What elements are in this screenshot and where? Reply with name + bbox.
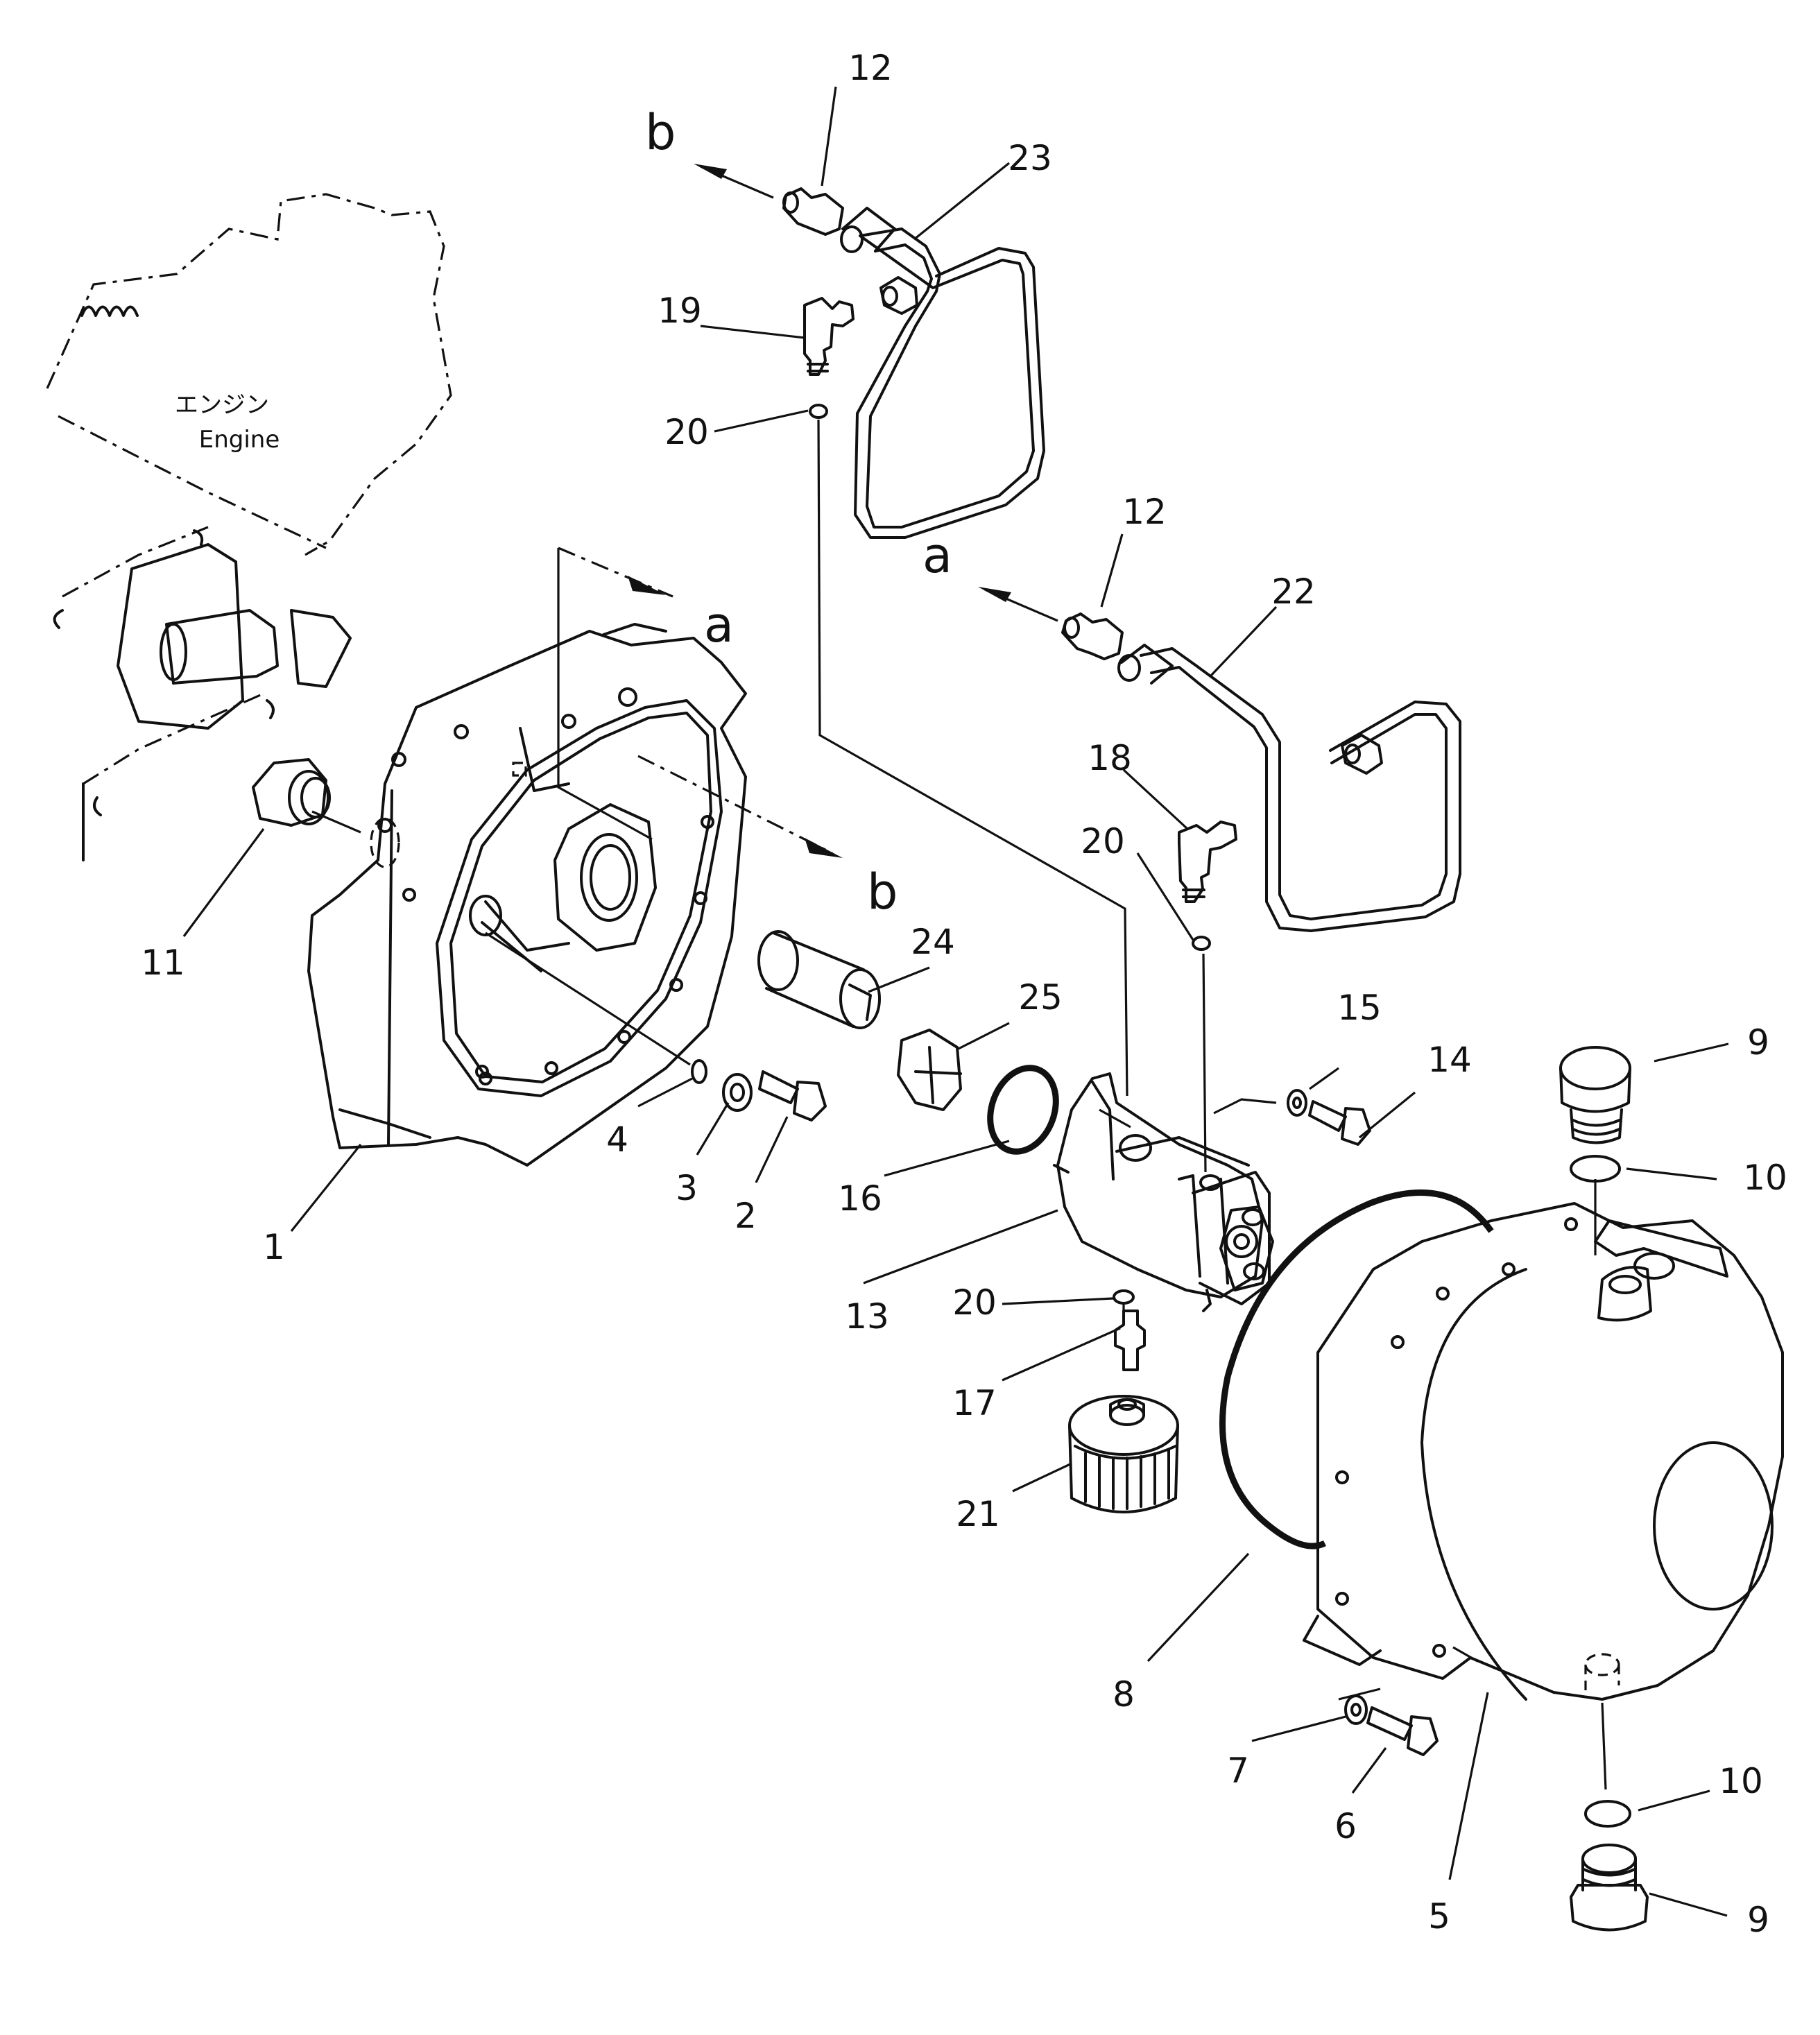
part-10-bottom-oring <box>1584 1800 1631 1828</box>
callout-2: 2 <box>735 1196 757 1236</box>
part-1-housing <box>307 623 747 1167</box>
callout-leaders <box>182 86 1729 1917</box>
arrowhead-mid-a <box>978 587 1011 602</box>
callout-20-low: 20 <box>952 1282 997 1323</box>
part-15-washer <box>1287 1089 1307 1117</box>
callout-17: 17 <box>952 1383 997 1423</box>
callout-19: 19 <box>658 291 702 331</box>
part-9-top-plug <box>1559 1046 1631 1144</box>
callout-15: 15 <box>1337 988 1382 1028</box>
part-12-mid-fitting <box>1061 612 1124 660</box>
part-24-sleeve <box>757 930 881 1029</box>
callout-3: 3 <box>676 1168 698 1208</box>
arrowhead-top-b <box>694 164 727 179</box>
part-3-washer <box>722 1073 753 1112</box>
assembly-lines <box>311 419 1607 1790</box>
callout-7: 7 <box>1227 1751 1249 1791</box>
flow-label-mid-a: a <box>922 527 952 584</box>
callout-12-mid: 12 <box>1122 492 1167 532</box>
part-25-coupling <box>897 1029 962 1111</box>
part-4-oring <box>691 1059 707 1084</box>
part-16-oring <box>987 1065 1059 1155</box>
callout-24: 24 <box>911 922 955 962</box>
callout-1: 1 <box>263 1227 285 1267</box>
part-21-oil-filter <box>1068 1395 1179 1513</box>
part-2-bolt <box>758 1070 827 1122</box>
part-12-top-fitting <box>782 187 844 236</box>
flow-label-a: a <box>704 596 734 653</box>
callout-20-mid: 20 <box>1081 821 1125 861</box>
callout-6: 6 <box>1334 1806 1357 1846</box>
flow-label-b: b <box>867 864 898 920</box>
callout-12-top: 12 <box>848 48 893 88</box>
callout-9-top: 9 <box>1747 1022 1769 1063</box>
callout-18: 18 <box>1088 738 1132 778</box>
part-9-bottom-plug <box>1570 1844 1649 1932</box>
flow-line-a <box>558 547 673 598</box>
callout-22: 22 <box>1271 572 1316 612</box>
arrowhead-b <box>805 838 843 858</box>
callout-4: 4 <box>606 1119 628 1160</box>
callout-5: 5 <box>1428 1896 1450 1937</box>
callout-25: 25 <box>1018 977 1063 1018</box>
arrowhead-a <box>628 576 666 595</box>
callout-9-bottom: 9 <box>1747 1900 1769 1940</box>
part-14-bolt <box>1308 1100 1371 1146</box>
engine-label-en: Engine <box>199 426 280 454</box>
callout-14: 14 <box>1427 1040 1472 1080</box>
callout-23: 23 <box>1008 138 1052 178</box>
engine-outline <box>46 193 452 861</box>
callout-10-top: 10 <box>1743 1158 1787 1198</box>
callout-numbers: 1 2 3 4 5 6 7 8 9 9 10 10 11 12 12 13 14… <box>141 48 1787 1940</box>
callout-21: 21 <box>956 1494 1000 1534</box>
callout-13: 13 <box>845 1296 889 1337</box>
part-17-nipple <box>1114 1310 1146 1371</box>
part-18-elbow <box>1178 821 1237 903</box>
part-19-elbow <box>803 297 855 376</box>
callout-16: 16 <box>838 1178 882 1219</box>
part-7-washer <box>1344 1694 1368 1725</box>
part-8-gasket <box>1219 1189 1494 1549</box>
callout-20-top: 20 <box>664 412 709 452</box>
part-22-pipe <box>1117 644 1461 932</box>
flow-label-top-b: b <box>645 104 676 161</box>
flow-line-b <box>637 755 833 855</box>
part-10-top-oring <box>1570 1155 1621 1183</box>
part-20-mid-oring <box>1192 936 1211 951</box>
part-6-bolt <box>1366 1706 1439 1756</box>
callout-10-bottom: 10 <box>1719 1761 1763 1801</box>
part-23-pipe <box>840 207 1045 539</box>
part-20-top-oring <box>809 404 828 419</box>
part-11-plug <box>252 758 331 827</box>
engine-label-jp: エンジン <box>175 391 269 419</box>
part-20-low-oring <box>1113 1289 1135 1305</box>
part-13-gear-pump <box>1053 1072 1274 1312</box>
part-5-case <box>1303 1202 1784 1701</box>
callout-11: 11 <box>141 943 185 983</box>
callout-8: 8 <box>1113 1674 1135 1715</box>
